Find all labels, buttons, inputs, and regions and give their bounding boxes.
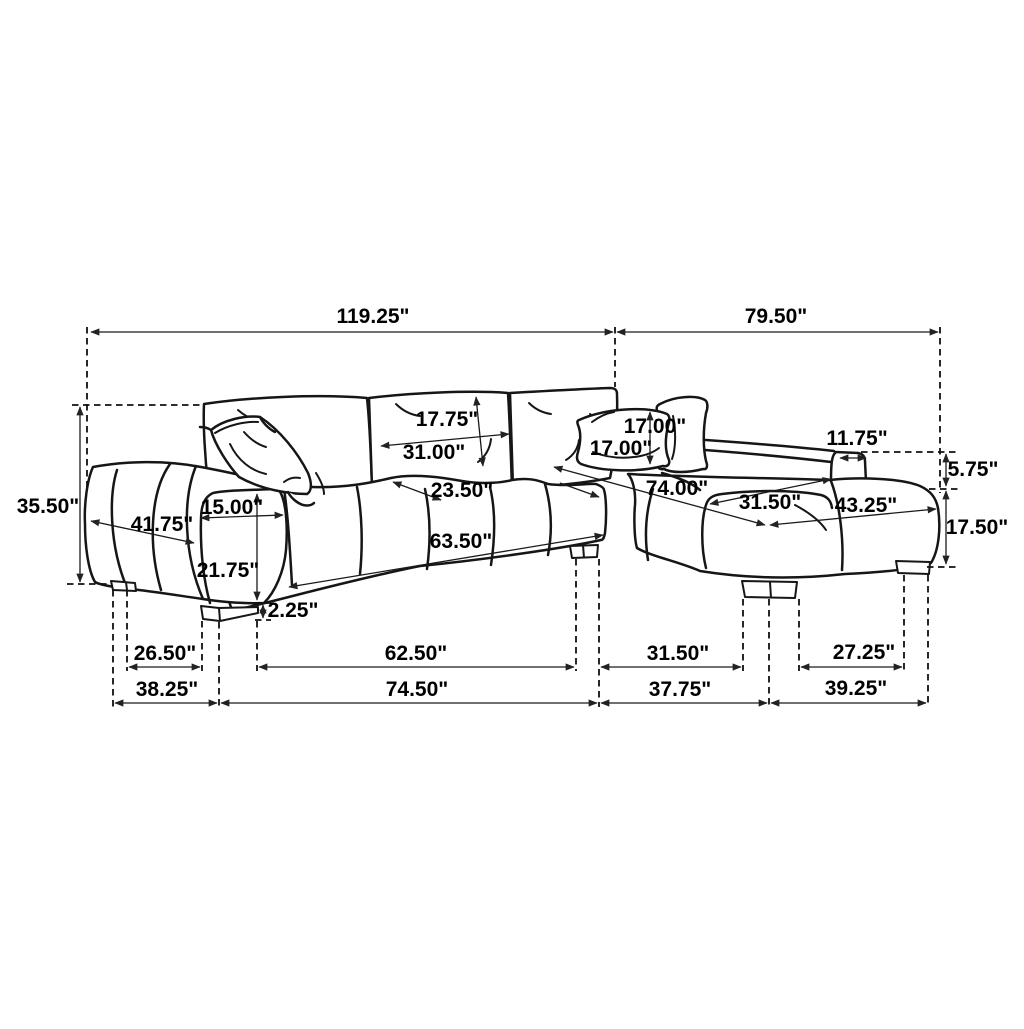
svg-text:26.50": 26.50" <box>134 642 197 665</box>
svg-text:38.25": 38.25" <box>136 678 199 701</box>
svg-text:35.50": 35.50" <box>17 495 80 518</box>
svg-text:17.50": 17.50" <box>946 516 1009 539</box>
svg-text:17.75": 17.75" <box>416 408 479 431</box>
svg-text:21.75": 21.75" <box>197 559 260 582</box>
svg-text:43.25": 43.25" <box>835 494 898 517</box>
svg-text:23.50": 23.50" <box>431 479 494 502</box>
svg-text:79.50": 79.50" <box>745 305 808 328</box>
svg-text:2.25": 2.25" <box>268 599 319 622</box>
svg-text:119.25": 119.25" <box>336 305 409 328</box>
svg-text:17.00": 17.00" <box>590 437 653 460</box>
svg-text:62.50": 62.50" <box>385 642 448 665</box>
svg-text:74.00": 74.00" <box>646 477 709 500</box>
svg-text:31.50": 31.50" <box>739 491 802 514</box>
svg-text:15.00": 15.00" <box>201 496 264 519</box>
svg-text:37.75": 37.75" <box>649 678 712 701</box>
svg-text:31.00": 31.00" <box>403 441 466 464</box>
svg-text:11.75": 11.75" <box>826 427 887 450</box>
svg-text:17.00": 17.00" <box>624 415 687 438</box>
svg-text:5.75": 5.75" <box>948 458 999 481</box>
svg-text:31.50": 31.50" <box>647 642 710 665</box>
svg-text:27.25": 27.25" <box>833 641 896 664</box>
svg-text:74.50": 74.50" <box>386 678 449 701</box>
svg-text:41.75": 41.75" <box>131 513 194 536</box>
svg-text:39.25": 39.25" <box>825 677 888 700</box>
svg-text:63.50": 63.50" <box>430 530 493 553</box>
